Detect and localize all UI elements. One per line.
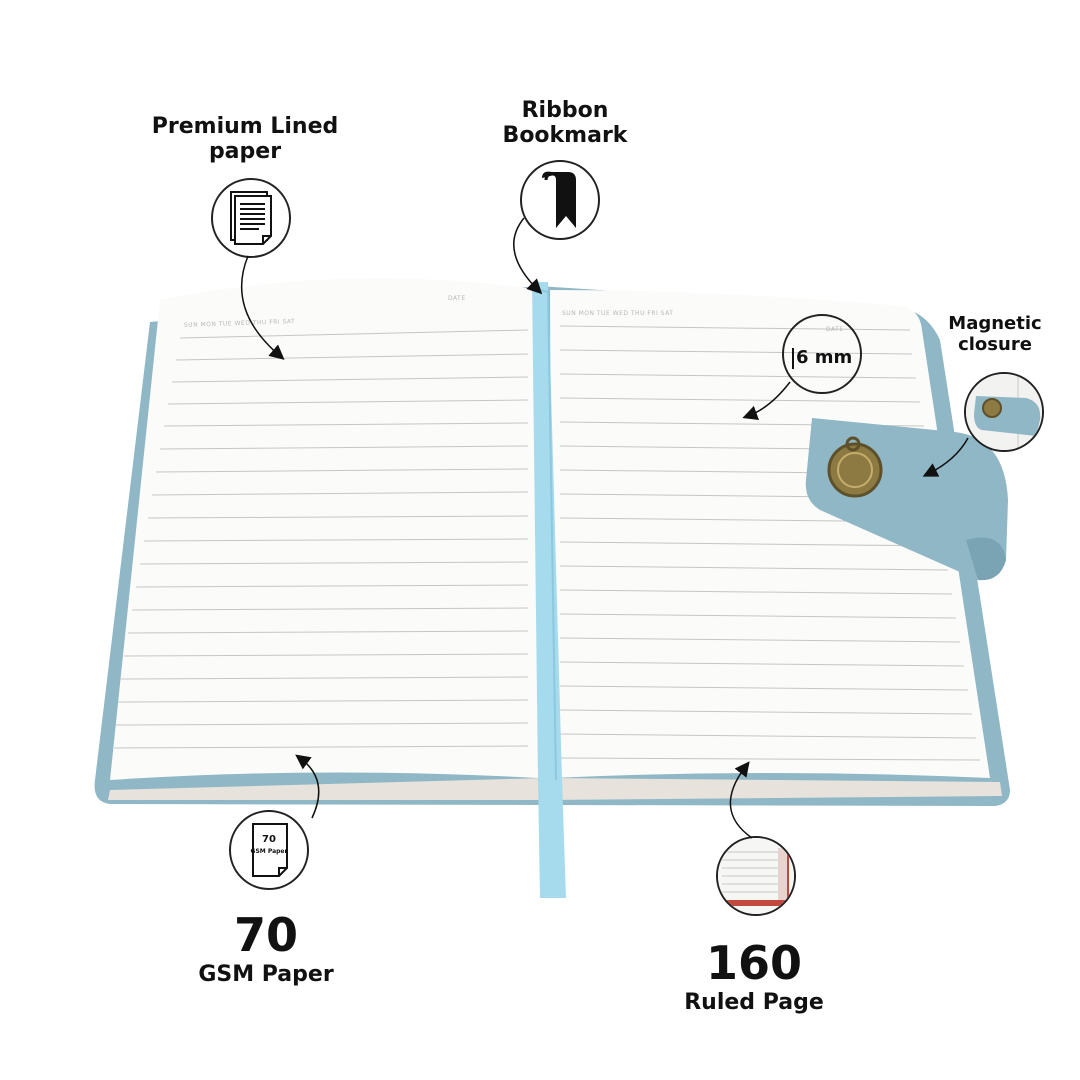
ruled-page-arrow bbox=[729, 761, 753, 839]
ruled-page-number: 160 bbox=[705, 936, 803, 990]
gsm-icon-number: 70 bbox=[262, 834, 276, 845]
ruling-value: 6 mm bbox=[792, 347, 866, 369]
page-edges-left bbox=[108, 778, 545, 800]
document-lines-icon bbox=[230, 191, 272, 245]
gsm-badge: 70 GSM Paper bbox=[229, 810, 309, 890]
page-stack-icon bbox=[718, 838, 794, 914]
left-page-weekdays: SUN MON TUE WED THU FRI SAT bbox=[184, 318, 296, 329]
ribbon-bookmark-icon bbox=[542, 171, 576, 228]
gsm-arrow bbox=[295, 754, 320, 819]
gsm-paper-icon bbox=[252, 823, 288, 877]
lined-paper-badge bbox=[211, 178, 291, 258]
gsm-icon-caption: GSM Paper bbox=[250, 848, 288, 855]
right-page bbox=[550, 290, 990, 778]
magnetic-closure-badge bbox=[964, 372, 1044, 452]
gsm-caption: GSM Paper bbox=[198, 962, 334, 987]
ruled-page-caption: Ruled Page bbox=[684, 990, 824, 1015]
left-page-ruling bbox=[113, 329, 529, 749]
magnetic-closure-arrow bbox=[922, 437, 969, 477]
right-page-weekdays: SUN MON TUE WED THU FRI SAT bbox=[562, 310, 673, 317]
ruling-arrow bbox=[742, 381, 791, 420]
magnetic-clasp-icon bbox=[966, 374, 1042, 450]
gsm-number: 70 bbox=[233, 908, 298, 962]
ruling-badge bbox=[782, 314, 862, 394]
ribbon-bookmark bbox=[532, 282, 566, 898]
left-page-date: DATE bbox=[448, 295, 466, 302]
lined-paper-arrow bbox=[241, 255, 285, 360]
magnetic-clasp bbox=[827, 442, 883, 498]
ruled-page-badge bbox=[716, 836, 796, 916]
ribbon-bookmark-badge bbox=[520, 160, 600, 240]
page-edges-right bbox=[548, 778, 1002, 800]
ribbon-bookmark-arrow bbox=[513, 217, 543, 295]
